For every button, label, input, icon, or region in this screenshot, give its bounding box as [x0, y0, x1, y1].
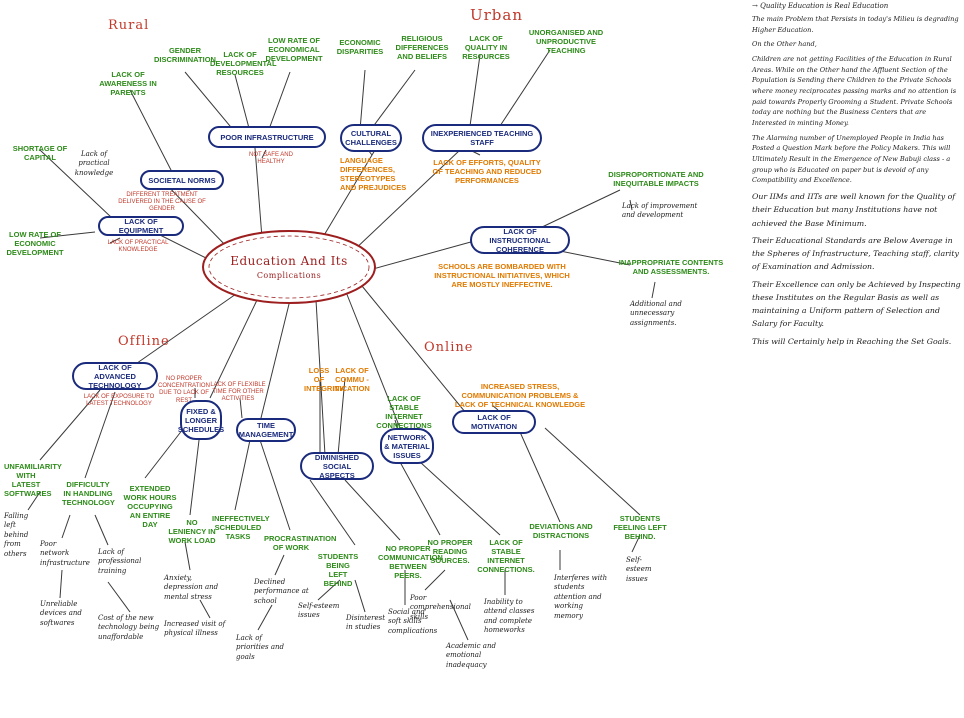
- central-subtitle: Complications: [256, 271, 322, 280]
- notes-paragraph: This will Certainly help in Reaching the…: [752, 336, 952, 346]
- node-time-management: Time Management: [236, 418, 296, 442]
- lack-stable-internet: Lack of Stable Internet Connections: [376, 394, 432, 430]
- procrastination-of-work: Procrastination of work: [264, 534, 337, 552]
- unorganised-teaching: Unorganised and Unproductive Teaching: [528, 28, 604, 55]
- no-leniency-workload: No leniency in work load: [168, 518, 216, 545]
- low-rate-economical-development: Low Rate of Economical Development: [265, 36, 323, 63]
- disinterest-note: Disinterest in studies: [346, 614, 386, 632]
- node-lack-advanced-technology: Lack of Advanced Technology: [72, 362, 158, 390]
- region-urban: Urban: [470, 6, 524, 24]
- note-lack-flexible-time: Lack of flexible time for other activiti…: [210, 382, 266, 403]
- note-lack-of-equipment: Lack of practical knowledge: [107, 240, 169, 254]
- node-network-material-issues: Network & Material Issues: [380, 428, 434, 464]
- academic-emotional-note: Academic and emotional inadequacy: [446, 642, 496, 669]
- difficulty-handling-technology: Difficulty in Handling Technology: [62, 480, 115, 507]
- lack-stable-internet-2: Lack of stable internet connections.: [477, 538, 535, 574]
- inability-attend-note: Inability to attend classes and complete…: [484, 598, 535, 635]
- lack-practical-knowledge-note: Lack of practical knowledge: [74, 150, 114, 177]
- connector-lines: [27, 49, 656, 641]
- lack-priorities-note: Lack of priorities and goals: [236, 634, 285, 661]
- lack-professional-training-note: Lack of professional training: [98, 548, 142, 575]
- central-topic: Education And Its Complications: [210, 238, 368, 296]
- shortage-of-capital: Shortage of Capital: [12, 144, 68, 162]
- lack-awareness-parents: Lack of Awareness in Parents: [99, 70, 157, 97]
- poor-comprehension-note: Poor comprehensional skills: [410, 594, 471, 621]
- region-offline: Offline: [118, 334, 170, 349]
- self-esteem-note-2: Self-esteem issues: [626, 556, 652, 583]
- notes-paragraph: Children are not getting Facilities of t…: [752, 55, 957, 128]
- no-proper-communication: No proper communication between peers.: [378, 544, 443, 580]
- note-lack-advanced: Lack of exposure to latest technology: [83, 394, 155, 408]
- students-being-left-behind: Students being left behind: [317, 552, 359, 588]
- poor-network-note: Poor network infrastructure: [40, 540, 90, 567]
- node-cultural-challenges: Cultural Challenges: [340, 124, 402, 152]
- notes-paragraph: The Alarming number of Unemployed People…: [752, 133, 951, 185]
- falling-left-behind-note: Falling left behind from others: [4, 512, 29, 558]
- notes-paragraph: Their Excellence can only be Achieved by…: [752, 279, 961, 329]
- loss-of-integrity: Loss of Integrity: [304, 366, 345, 393]
- increased-stress: Increased stress, communication problems…: [454, 382, 586, 409]
- no-proper-reading: No proper reading sources.: [427, 538, 473, 565]
- node-lack-of-equipment: Lack of Equipment: [98, 216, 184, 236]
- religious-differences: Religious Differences and Beliefs: [395, 34, 449, 61]
- deviations-distractions: Deviations and distractions: [529, 522, 593, 540]
- notes-paragraph: Our IIMs and IITs are well known for the…: [752, 192, 956, 228]
- node-lack-of-motivation: Lack of Motivation: [452, 410, 536, 434]
- notes-column: → Quality Education is Real Education Th…: [752, 2, 962, 716]
- social-soft-skills-note: Social and soft skills complications: [388, 608, 438, 635]
- increased-visit-note: Increased visit of physical illness: [164, 620, 226, 638]
- node-societal-norms: Societal Norms: [140, 170, 224, 190]
- interferes-attention-note: Interferes with students attention and w…: [554, 574, 608, 620]
- note-poor-infrastructure: Not safe and healthy: [249, 152, 293, 166]
- center-cloud: [202, 230, 376, 304]
- notes-heading: → Quality Education is Real Education: [752, 2, 889, 10]
- lack-of-communication: Lack of Commu -nication: [334, 366, 370, 393]
- notes-paragraph: On the Other hand,: [752, 40, 817, 49]
- node-fixed-schedules: Fixed & Longer Schedules: [178, 400, 224, 440]
- unreliable-devices-note: Unreliable devices and softwares: [40, 600, 82, 627]
- notes-paragraph: Their Educational Standards are Below Av…: [752, 235, 959, 272]
- economic-disparities: Economic Disparities: [336, 38, 384, 56]
- gender-discrimination: Gender Discrimination: [154, 46, 216, 64]
- anxiety-note: Anxiety, depression and mental stress: [164, 574, 219, 601]
- instructional-outcome: Schools are bombarded with instructional…: [434, 262, 570, 289]
- unfamiliarity-softwares: Unfamiliarity with latest softwares: [4, 462, 62, 498]
- inexperienced-outcome: Lack of Efforts, Quality of Teaching and…: [432, 158, 542, 185]
- additional-assignments-note: Additional and unnecessary assignments.: [630, 300, 682, 327]
- lack-developmental-resources: Lack of Developmental Resources: [210, 50, 277, 77]
- node-lack-instructional-coherence: Lack of Instructional Coherence: [470, 226, 570, 254]
- central-title: Education And Its: [230, 254, 348, 268]
- disproportionate-impacts: Disproportionate and Inequitable Impacts: [608, 170, 704, 188]
- region-online: Online: [424, 340, 474, 355]
- cost-technology-note: Cost of the new technology being unaffor…: [98, 614, 160, 641]
- self-esteem-note: Self-esteem issues: [298, 602, 340, 620]
- node-inexperienced-staff: Inexperienced Teaching Staff: [422, 124, 542, 152]
- lack-quality-resources: Lack of Quality in Resources: [462, 34, 510, 61]
- students-feeling-left-behind: Students feeling left behind.: [613, 514, 667, 541]
- declined-performance-note: Declined performance at school: [254, 578, 309, 605]
- inappropriate-contents: Inappropriate Contents and Assessments.: [618, 258, 724, 276]
- node-poor-infrastructure: Poor Infrastructure: [208, 126, 326, 148]
- note-societal-norms: Different treatment delivered in the cau…: [118, 192, 206, 213]
- region-rural: Rural: [108, 18, 150, 33]
- lack-improvement-note: Lack of improvement and development: [622, 202, 698, 220]
- extended-work-hours: Extended work hours occupying an entire …: [123, 484, 177, 529]
- node-diminished-social: Diminished Social Aspects: [300, 452, 374, 480]
- cultural-outcome: Language Differences, Stereotypes and Pr…: [340, 156, 407, 192]
- note-no-proper-concentration: No proper concentration due to lack of r…: [158, 376, 210, 404]
- low-rate-economic-development: Low Rate of Economic Development: [6, 230, 64, 257]
- ineffectively-scheduled-tasks: Ineffectively scheduled tasks: [212, 514, 270, 541]
- notes-paragraph: The main Problem that Persists in today'…: [752, 15, 959, 34]
